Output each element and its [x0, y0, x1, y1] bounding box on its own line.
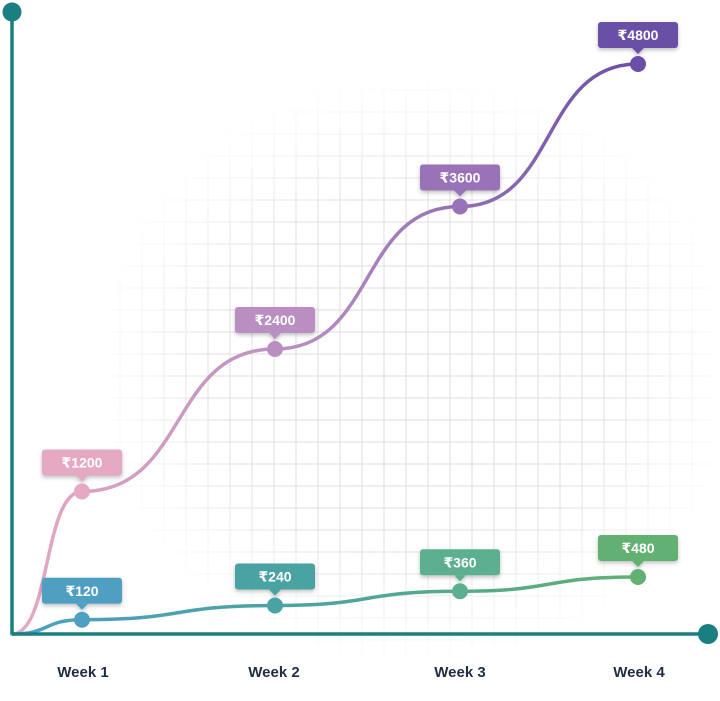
data-label: ₹240: [235, 563, 315, 596]
data-label-pointer: [632, 48, 644, 54]
data-label-box: [235, 307, 315, 333]
data-label-box: [598, 535, 678, 561]
x-tick-label: Week 2: [248, 664, 299, 681]
data-label-text: ₹120: [65, 583, 98, 599]
grid: [110, 80, 712, 660]
data-point: [452, 583, 468, 600]
data-label-pointer: [76, 603, 88, 610]
data-label-box: [420, 549, 500, 576]
data-label-box: [235, 563, 315, 590]
x-tick-label: Week 1: [57, 664, 108, 681]
data-label: ₹4800: [598, 22, 678, 54]
data-label: ₹120: [42, 577, 122, 610]
data-label-pointer: [632, 561, 644, 567]
data-label-pointer: [76, 475, 88, 482]
data-label-text: ₹480: [621, 540, 654, 556]
data-label-text: ₹240: [258, 569, 291, 585]
data-label-text: ₹1200: [62, 455, 103, 471]
data-point: [267, 597, 283, 614]
data-label-pointer: [454, 190, 466, 197]
data-label-text: ₹2400: [255, 312, 296, 328]
data-label-box: [42, 449, 122, 476]
data-label-text: ₹4800: [618, 27, 659, 43]
data-label: ₹480: [598, 535, 678, 567]
data-label-text: ₹3600: [440, 170, 481, 186]
data-label-text: ₹360: [443, 554, 476, 570]
data-label-pointer: [269, 333, 281, 339]
data-label-box: [42, 577, 122, 604]
data-point: [74, 483, 90, 500]
data-label: ₹360: [420, 549, 500, 582]
data-label-pointer: [269, 589, 281, 596]
data-point: [630, 569, 646, 585]
series-1: ₹1200 ₹2400 ₹3600 ₹4800: [10, 22, 678, 636]
data-label: ₹1200: [42, 449, 122, 482]
data-point: [452, 198, 468, 215]
data-label-pointer: [454, 575, 466, 582]
data-point: [74, 611, 90, 628]
series-1-line: [10, 62, 640, 636]
x-axis-end-dot: [698, 624, 718, 644]
data-point: [267, 341, 283, 357]
x-tick-label: Week 4: [613, 664, 665, 681]
data-label-box: [420, 164, 500, 191]
data-point: [630, 56, 646, 72]
data-label: ₹2400: [235, 307, 315, 339]
data-label-box: [598, 22, 678, 48]
y-axis-end-dot: [2, 2, 22, 22]
data-label: ₹3600: [420, 164, 500, 197]
series-2: ₹120 ₹240 ₹360 ₹480: [10, 535, 678, 636]
x-tick-label: Week 3: [434, 664, 485, 681]
